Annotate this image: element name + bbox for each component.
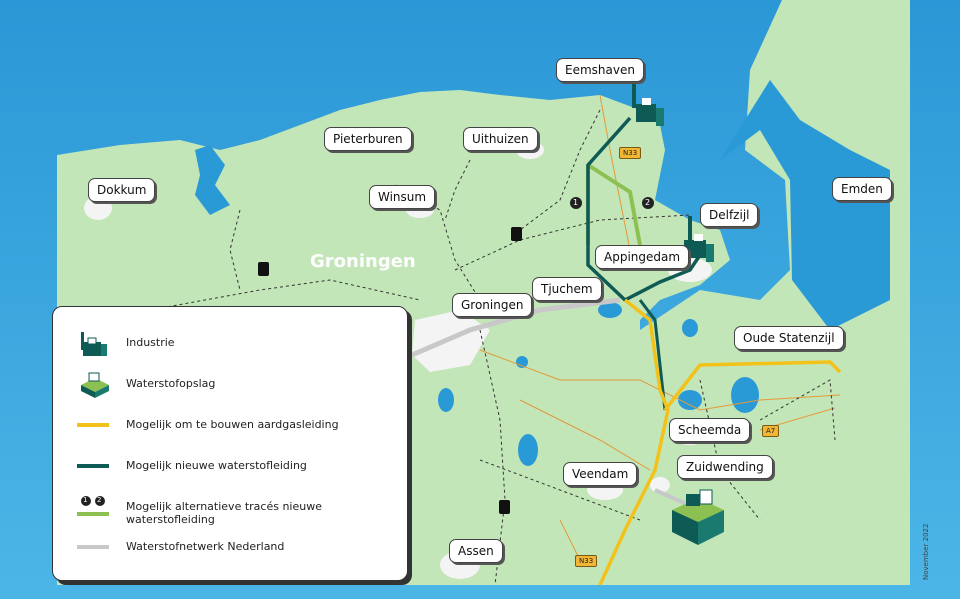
industry-icon: [632, 82, 664, 126]
industry-icon: [684, 216, 714, 262]
route-marker-1: [570, 197, 582, 209]
dollard-water: [720, 80, 890, 330]
route-marker-1-label: 1: [573, 198, 579, 207]
place-groningen-city: Groningen: [452, 293, 533, 317]
legend-item-industry: Industrie: [53, 328, 407, 358]
route-alternatives-icon: [77, 496, 109, 516]
place-uithuizen: Uithuizen: [463, 127, 538, 151]
map-legend: Industrie Waterstofopslag Mogelijk om te…: [52, 306, 408, 581]
legend-label: Industrie: [126, 336, 175, 349]
lauwersmeer-water: [195, 145, 230, 215]
place-zuidwending: Zuidwending: [677, 455, 773, 479]
place-scheemda: Scheemda: [669, 418, 751, 442]
place-emden: Emden: [832, 177, 892, 201]
place-oude-statenzijl: Oude Statenzijl: [734, 326, 844, 350]
place-assen: Assen: [449, 539, 503, 563]
legend-label: Mogelijk alternatieve tracés nieuwe wate…: [126, 500, 322, 526]
legend-marker-2: 2: [97, 496, 102, 504]
place-appingedam: Appingedam: [595, 245, 690, 269]
industry-icon: [81, 332, 107, 356]
legend-item-hydrogen-line: Mogelijk nieuwe waterstofleiding: [53, 451, 407, 481]
legend-marker-1: 1: [83, 496, 88, 504]
region-label: Groningen: [310, 251, 416, 272]
storage-icon: [81, 372, 109, 398]
road-badge-n33-bottom: N33: [575, 555, 598, 567]
route-marker-2: [642, 197, 654, 209]
yellow-line-icon: [77, 423, 109, 427]
place-dokkum: Dokkum: [88, 178, 156, 202]
legend-label: Mogelijk nieuwe waterstofleiding: [126, 459, 307, 472]
legend-label: Mogelijk om te bouwen aardgasleiding: [126, 418, 339, 431]
legend-item-alternatives: 1 2 Mogelijk alternatieve tracés nieuwe …: [53, 492, 407, 526]
legend-label: Waterstofnetwerk Nederland: [126, 540, 285, 553]
road-badge-a7: A7: [762, 425, 780, 437]
legend-item-storage: Waterstofopslag: [53, 369, 407, 399]
storage-icon: [672, 489, 724, 545]
place-winsum: Winsum: [369, 185, 436, 209]
grey-line-icon: [77, 545, 109, 549]
place-veendam: Veendam: [563, 462, 638, 486]
place-eemshaven: Eemshaven: [556, 58, 644, 82]
route-marker-2-label: 2: [645, 198, 651, 207]
place-pieterburen: Pieterburen: [324, 127, 412, 151]
date-note: November 2022: [922, 523, 930, 580]
darkgreen-line-icon: [77, 464, 109, 468]
place-delfzijl: Delfzijl: [700, 203, 759, 227]
legend-item-gas-line: Mogelijk om te bouwen aardgasleiding: [53, 410, 407, 440]
legend-label: Waterstofopslag: [126, 377, 216, 390]
place-tjuchem: Tjuchem: [532, 277, 602, 301]
road-badge-n33-top: N33: [619, 147, 642, 159]
gas-line: [598, 298, 670, 586]
waterstofnetwerk-line: [411, 297, 621, 358]
legend-item-grey-line: Waterstofnetwerk Nederland: [53, 532, 407, 562]
